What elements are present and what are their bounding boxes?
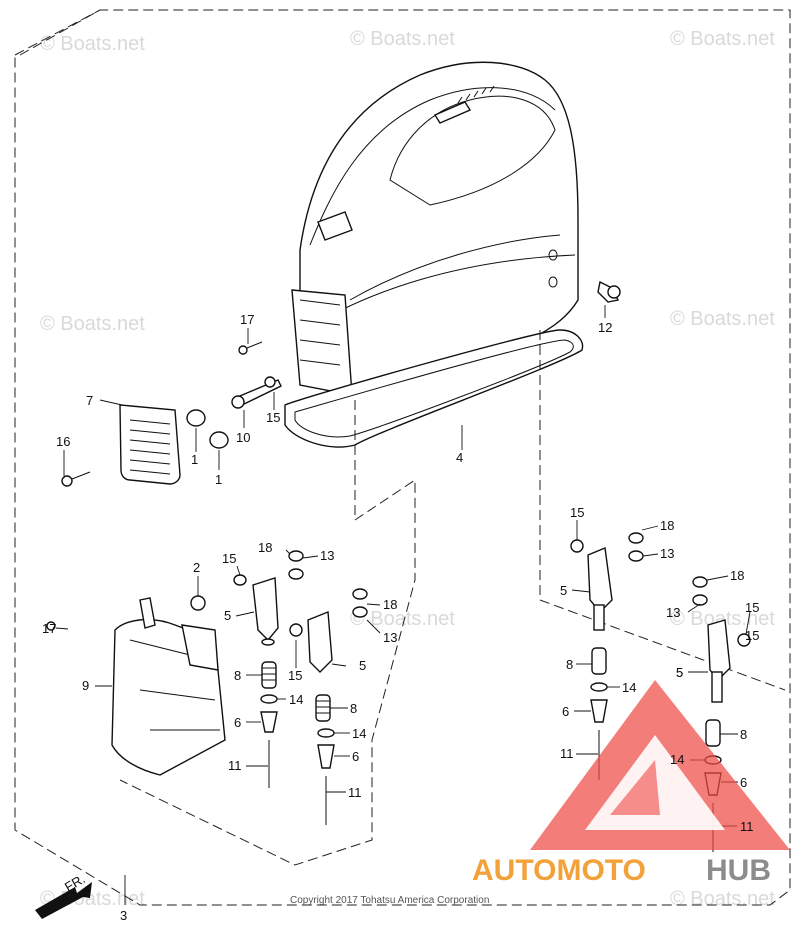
callout-11: 11 [740,819,754,834]
callout-11: 11 [560,746,574,761]
latch-hardware [260,647,722,852]
callout-15: 15 [745,628,759,643]
callout-12: 12 [598,320,612,335]
callout-2: 2 [193,560,200,575]
callout-18: 18 [730,568,744,583]
watermark-text: © Boats.net [670,888,775,910]
callout-13: 13 [660,546,674,561]
assembly-frame [14,9,791,906]
callout-10: 10 [236,430,250,445]
callout-17: 17 [42,621,56,636]
callout-15: 15 [745,600,759,615]
cover-seal [284,329,584,448]
callout-15: 15 [570,505,584,520]
copyright-text: Copyright 2017 Tohatsu America Corporati… [290,895,489,906]
leader-lines [55,305,751,905]
callout-17: 17 [240,312,254,327]
callout-18: 18 [660,518,674,533]
callout-8: 8 [566,657,573,672]
callout-15: 15 [288,668,302,683]
brand-logo-mark [530,680,790,850]
callout-16: 16 [56,434,70,449]
callout-5: 5 [224,608,231,623]
callout-18: 18 [383,597,397,612]
watermark-text: © Boats.net [670,28,775,50]
lower-side-cover [111,597,226,776]
callout-8: 8 [234,668,241,683]
motor-cover [291,61,579,396]
callout-14: 14 [352,726,366,741]
watermark-text: © Boats.net [350,28,455,50]
callout-8: 8 [350,701,357,716]
callout-5: 5 [676,665,683,680]
watermark-text: © Boats.net [670,308,775,330]
watermark-text: © Boats.net [670,608,775,630]
callout-14: 14 [670,752,684,767]
callout-7: 7 [86,393,93,408]
callout-3: 3 [120,908,127,923]
lower-pan-outline [119,330,786,866]
callout-8: 8 [740,727,747,742]
callout-14: 14 [289,692,303,707]
callout-5: 5 [676,665,683,680]
watermark-text: © Boats.net [40,33,145,55]
callout-5: 5 [560,583,567,598]
callout-9: 9 [82,678,89,693]
callout-11: 11 [348,785,362,800]
callout-15: 15 [222,551,236,566]
callout-6: 6 [234,715,241,730]
vent-slots [457,85,495,104]
callout-6: 6 [740,775,747,790]
fasteners [46,280,621,631]
washers-nuts [233,532,751,647]
latch-assemblies [252,547,731,703]
brand-name-part2: HUB [706,854,771,887]
watermark-text: © Boats.net [350,608,455,630]
callout-6: 6 [352,749,359,764]
callout-1: 1 [215,472,222,487]
callout-11: 11 [228,758,242,773]
callout-14: 14 [622,680,636,695]
watermark-text: © Boats.net [40,313,145,335]
callout-labels: 17 12 7 16 15 10 1 1 4 15 18 13 5 18 13 … [42,312,759,923]
brand-name-part1: AUTOMOTO [472,854,646,887]
callout-1: 1 [191,452,198,467]
callout-13: 13 [383,630,397,645]
vent-grille [119,404,181,485]
callout-5: 5 [359,658,366,673]
callout-15: 15 [266,410,280,425]
callout-4: 4 [456,450,463,465]
callout-13: 13 [320,548,334,563]
callout-6: 6 [562,704,569,719]
callout-13: 13 [666,605,680,620]
callout-18: 18 [258,540,272,555]
